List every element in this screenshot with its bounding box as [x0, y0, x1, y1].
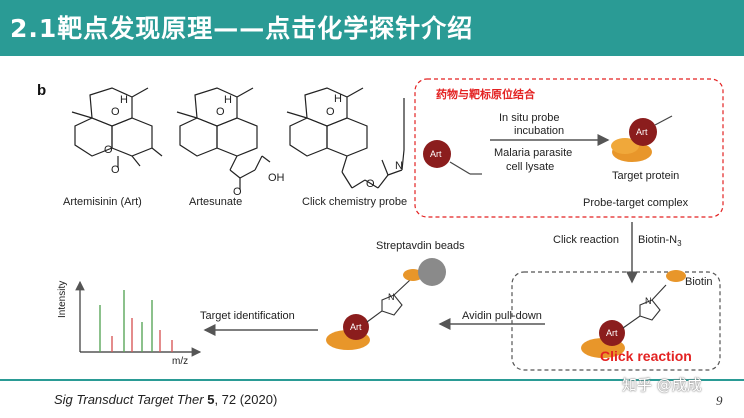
- artesunate-structure: [176, 87, 271, 190]
- click-reaction-red-label: Click reaction: [600, 348, 692, 364]
- avidin-pulldown-label: Avidin pull-down: [462, 310, 542, 322]
- biotin-label: Biotin: [685, 276, 713, 288]
- streptavidin-label: Streptavdin beads: [376, 240, 465, 252]
- atom-o: O: [233, 186, 242, 198]
- citation-rest: , 72 (2020): [214, 392, 278, 407]
- atom-o: O: [111, 164, 120, 176]
- atom-o: O: [104, 144, 113, 156]
- atom-o: O: [326, 106, 335, 118]
- atom-o: O: [111, 106, 120, 118]
- probe-target-complex-label: Probe-target complex: [583, 197, 689, 209]
- in-situ-box-title: 药物与靶标原位结合: [436, 89, 535, 101]
- click-box: [511, 271, 721, 371]
- atom-h: H: [120, 94, 128, 106]
- step2-line1: Malaria parasite: [494, 147, 573, 159]
- probe-left: [423, 140, 482, 175]
- in-situ-box: [414, 78, 724, 218]
- title-banner: 2.1靶点发现原理——点击化学探针介绍: [0, 0, 744, 56]
- footer-rule: [0, 379, 744, 381]
- page-number: 9: [716, 393, 723, 408]
- compound-label-click-probe: Click chemistry probe: [302, 196, 408, 208]
- triazole-n: N: [388, 292, 395, 302]
- atom-n: N: [395, 160, 403, 172]
- biotin-n3-label: Biotin-N3: [638, 234, 682, 249]
- step2-line2: cell lysate: [506, 161, 555, 173]
- target-protein: [611, 115, 673, 162]
- triazole-n: N: [645, 296, 652, 306]
- atom-o: O: [216, 106, 225, 118]
- atom-o: O: [366, 178, 375, 190]
- artemisinin-structure: [71, 87, 163, 168]
- atom-h: H: [224, 94, 232, 106]
- art-label-target: Art: [636, 127, 648, 137]
- compound-label-artesunate: Artesunate: [189, 196, 243, 208]
- biotin-product: [581, 270, 686, 358]
- step1-line2: incubation: [514, 125, 565, 137]
- mass-spectrum: [75, 280, 202, 357]
- citation: Sig Transduct Target Ther 5, 72 (2020): [54, 392, 277, 407]
- compound-label-artemisinin: Artemisinin (Art): [63, 196, 142, 208]
- click-reaction-label: Click reaction: [553, 234, 620, 246]
- atom-oh: OH: [268, 172, 285, 184]
- figure-letter: b: [37, 82, 47, 99]
- target-protein-label: Target protein: [612, 170, 680, 182]
- citation-journal: Sig Transduct Target Ther: [54, 392, 204, 407]
- art-label-left: Art: [430, 149, 442, 159]
- watermark: 知乎 @成成: [622, 376, 702, 394]
- slide-title: 2.1靶点发现原理——点击化学探针介绍: [10, 14, 474, 43]
- bead-product: [326, 258, 446, 350]
- art-label-bead: Art: [350, 322, 362, 332]
- click-probe-structure: [286, 87, 405, 189]
- art-label-biotin: Art: [606, 328, 618, 338]
- citation-volume: 5: [207, 392, 215, 407]
- target-identification-label: Target identification: [200, 310, 295, 322]
- spectrum-xlabel: m/z: [172, 356, 189, 367]
- atom-h: H: [334, 93, 342, 105]
- spectrum-ylabel: Intensity: [57, 280, 68, 318]
- step1-line1: In situ probe: [499, 112, 560, 124]
